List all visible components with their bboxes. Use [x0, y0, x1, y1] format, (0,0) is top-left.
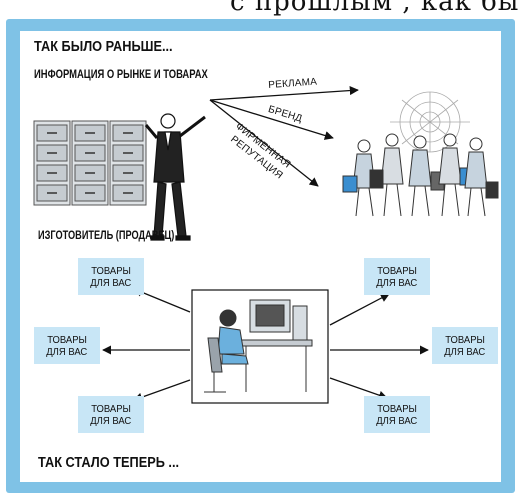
manufacturer-label: ИЗГОТОВИТЕЛЬ (ПРОДАВЕЦ)	[38, 230, 175, 242]
product-tag-bottom-right: ТОВАРЫ ДЛЯ ВАС	[364, 396, 430, 433]
product-tag-bottom-left: ТОВАРЫ ДЛЯ ВАС	[78, 396, 144, 433]
product-tag-line2: ДЛЯ ВАС	[90, 414, 132, 427]
product-tag-top-right: ТОВАРЫ ДЛЯ ВАС	[364, 258, 430, 295]
cutoff-text: с прошлым , как бы	[230, 0, 520, 17]
product-tag-line1: ТОВАРЫ	[91, 402, 131, 415]
product-tag-line1: ТОВАРЫ	[91, 264, 131, 277]
product-tag-line1: ТОВАРЫ	[377, 402, 417, 415]
shoppers-illustration	[342, 133, 499, 217]
product-tag-line1: ТОВАРЫ	[377, 264, 417, 277]
product-tag-line2: ДЛЯ ВАС	[376, 414, 418, 427]
product-tag-middle-right: ТОВАРЫ ДЛЯ ВАС	[432, 327, 498, 364]
computer-user-illustration	[191, 289, 329, 404]
spider-web-illustration	[390, 91, 470, 153]
conductor-illustration	[144, 113, 206, 241]
after-title: ТАК СТАЛО ТЕПЕРЬ ...	[38, 455, 180, 471]
filing-cabinets-illustration	[33, 120, 147, 206]
product-tag-line1: ТОВАРЫ	[445, 333, 485, 346]
product-tag-line2: ДЛЯ ВАС	[376, 276, 418, 289]
product-tag-line2: ДЛЯ ВАС	[46, 345, 88, 358]
channel-arrows	[209, 86, 359, 187]
market-info-subtitle: ИНФОРМАЦИЯ О РЫНКЕ И ТОВАРАХ	[34, 69, 208, 81]
product-tag-line1: ТОВАРЫ	[47, 333, 87, 346]
top-cutoff-strip: с прошлым , как бы	[0, 0, 521, 19]
product-tag-top-left: ТОВАРЫ ДЛЯ ВАС	[78, 258, 144, 295]
product-tag-line2: ДЛЯ ВАС	[90, 276, 132, 289]
before-title: ТАК БЫЛО РАНЬШЕ...	[34, 39, 173, 55]
product-tag-line2: ДЛЯ ВАС	[444, 345, 486, 358]
product-tag-middle-left: ТОВАРЫ ДЛЯ ВАС	[34, 327, 100, 364]
